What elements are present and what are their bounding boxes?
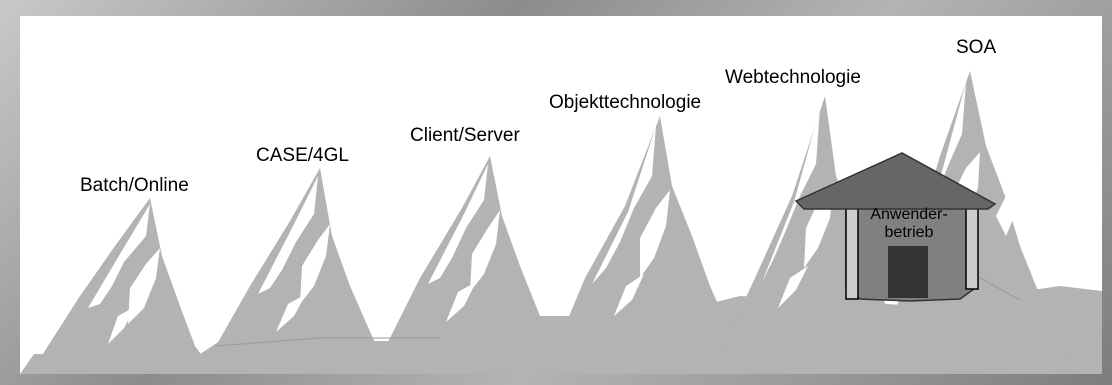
- hut-door: [888, 246, 928, 298]
- trail-line: [214, 337, 440, 347]
- hut-anwenderbetrieb: [794, 152, 997, 302]
- hut-label-line1: Anwender-: [870, 206, 948, 223]
- peak-label-objekttechnologie: Objekttechnologie: [549, 92, 702, 113]
- peak-label-soa: SOA: [956, 37, 997, 58]
- peak-label-client-server: Client/Server: [410, 125, 520, 146]
- peak-label-case-4gl: CASE/4GL: [256, 145, 349, 166]
- peak-objekttechnologie: [545, 116, 750, 374]
- peak-case-4gl: [200, 168, 390, 374]
- hut-roof: [794, 152, 997, 210]
- diagram-panel: Batch/Online CASE/4GL Client/Server Obje…: [20, 16, 1102, 374]
- peak-label-webtechnologie: Webtechnologie: [725, 67, 861, 88]
- peak-label-batch-online: Batch/Online: [80, 175, 189, 196]
- mountain-range: [20, 71, 1102, 374]
- hut-label: Anwender- betrieb: [853, 206, 965, 243]
- hut-label-line2: betrieb: [884, 224, 934, 242]
- hut-pillar-right: [965, 203, 979, 290]
- peak-batch-online: [30, 198, 215, 374]
- peak-client-server: [372, 156, 580, 374]
